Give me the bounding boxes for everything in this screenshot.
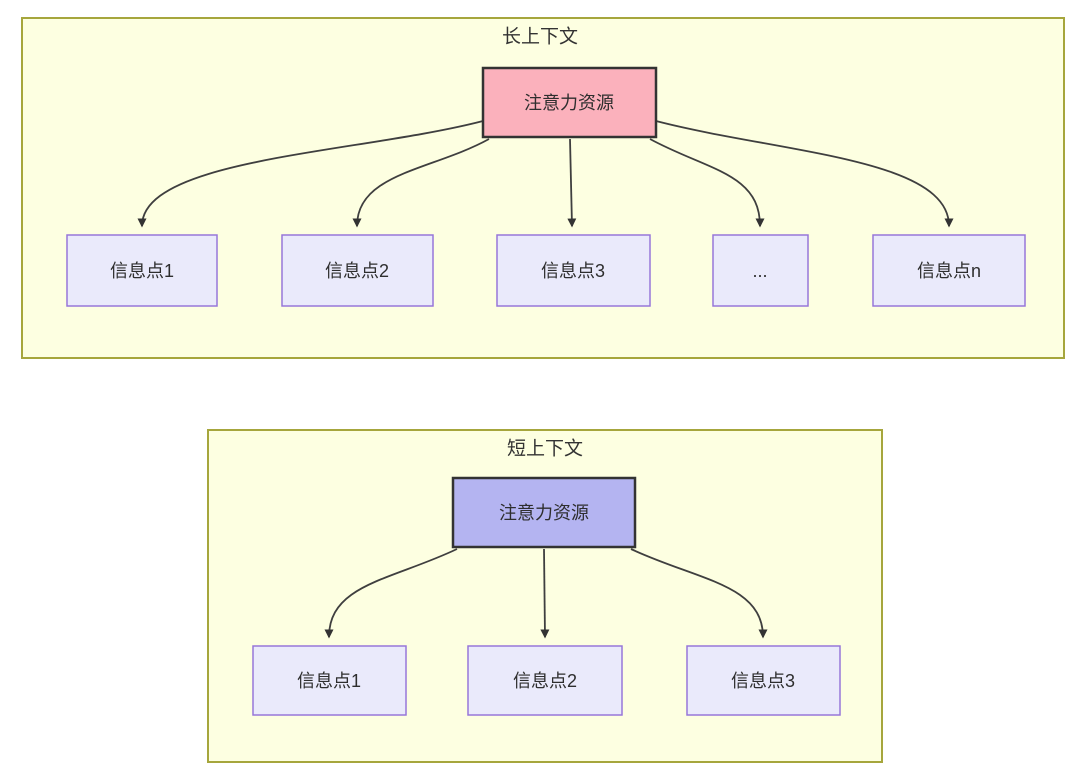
long-context-title: 长上下文 xyxy=(502,26,578,48)
long-info-node-1: 信息点1 xyxy=(66,234,218,307)
long-info-box-dots xyxy=(712,234,809,307)
edge-short-attention-to-info2 xyxy=(540,548,550,639)
long-info-box-n xyxy=(872,234,1026,307)
long-info-label-1: 信息点1 xyxy=(110,261,174,281)
long-info-node-n: 信息点n xyxy=(872,234,1026,307)
edge-long-attention-to-infon xyxy=(655,120,954,228)
long-info-label-2: 信息点2 xyxy=(325,261,389,281)
short-info-label-2: 信息点2 xyxy=(513,671,577,691)
long-info-node-2: 信息点2 xyxy=(281,234,434,307)
long-info-box-3 xyxy=(496,234,651,307)
short-attention-box xyxy=(451,476,637,549)
short-info-box-1 xyxy=(252,645,407,716)
long-info-label-dots: ... xyxy=(752,261,767,281)
short-info-node-1: 信息点1 xyxy=(252,645,407,716)
short-info-label-3: 信息点3 xyxy=(731,671,795,691)
edge-long-attention-to-dots xyxy=(649,138,765,228)
short-info-box-3 xyxy=(686,645,841,716)
short-info-node-3: 信息点3 xyxy=(686,645,841,716)
long-context-panel: 长上下文 注意力资源 信息点1 信息点2 信息点 xyxy=(21,17,1065,359)
short-info-node-2: 信息点2 xyxy=(467,645,623,716)
long-attention-node: 注意力资源 xyxy=(481,66,658,139)
long-info-label-3: 信息点3 xyxy=(541,261,605,281)
short-info-box-2 xyxy=(467,645,623,716)
edge-long-attention-to-info3 xyxy=(567,138,577,228)
short-context-title: 短上下文 xyxy=(507,438,583,460)
short-attention-label: 注意力资源 xyxy=(499,503,589,523)
short-info-label-1: 信息点1 xyxy=(297,671,361,691)
long-attention-label: 注意力资源 xyxy=(524,93,614,113)
edge-long-attention-to-info2 xyxy=(352,138,490,228)
long-info-box-2 xyxy=(281,234,434,307)
edge-short-attention-to-info3 xyxy=(630,548,768,639)
short-attention-node: 注意力资源 xyxy=(451,476,637,549)
long-attention-box xyxy=(481,66,658,139)
long-info-node-dots: ... xyxy=(712,234,809,307)
long-info-box-1 xyxy=(66,234,218,307)
long-info-label-n: 信息点n xyxy=(917,261,981,281)
edge-long-attention-to-info1 xyxy=(137,120,484,228)
short-context-panel: 短上下文 注意力资源 信息点1 信息点2 信息点3 xyxy=(207,429,883,763)
long-info-node-3: 信息点3 xyxy=(496,234,651,307)
edge-short-attention-to-info1 xyxy=(324,548,458,639)
